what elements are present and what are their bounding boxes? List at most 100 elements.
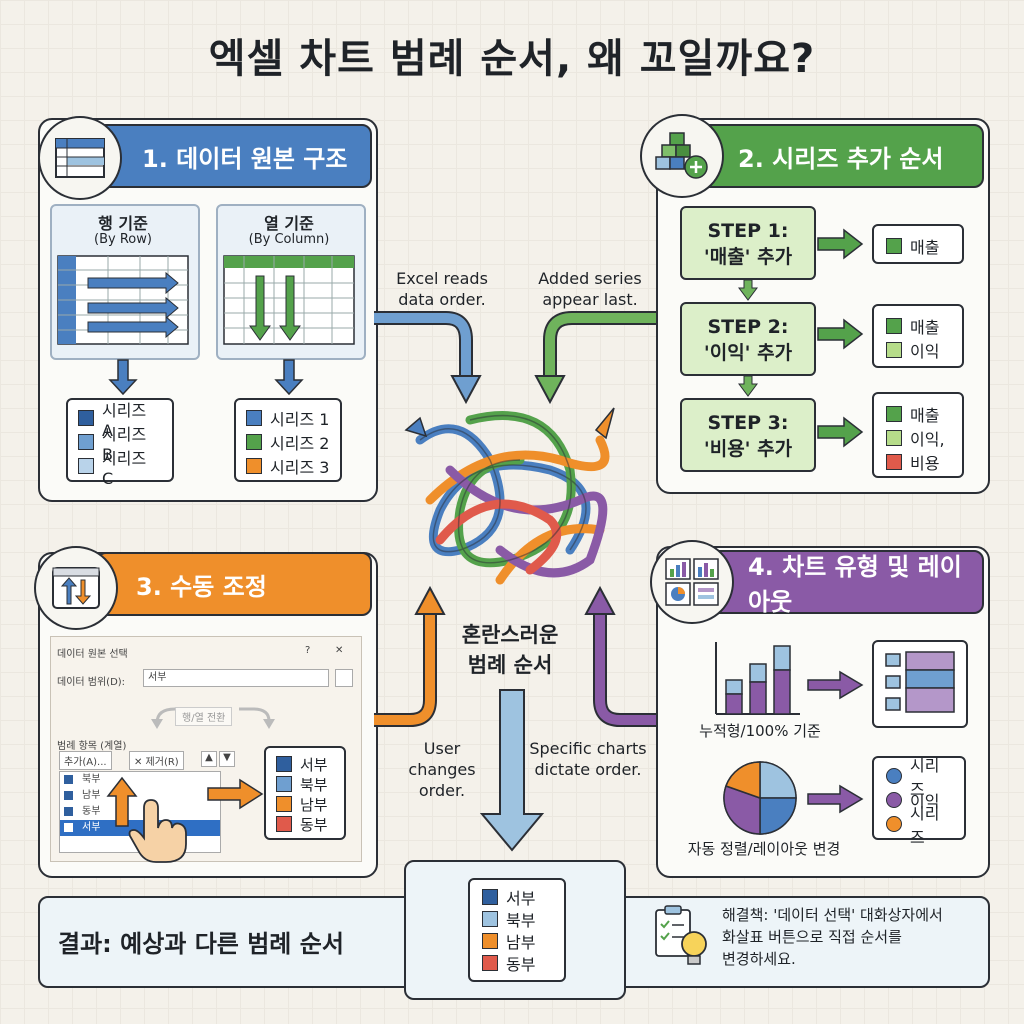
stack-bar-3-bottom — [773, 669, 791, 715]
panel4-banner: 4. 차트 유형 및 레이아웃 — [706, 550, 984, 616]
note-user-changes: User changes order. — [408, 739, 476, 800]
legend-item: 시리즈 B — [78, 425, 162, 464]
note-added-series: Added series appear last. — [538, 269, 642, 309]
table-icon — [55, 138, 105, 178]
col-based-sub: (By Column) — [248, 232, 330, 247]
result-label: 결과: 예상과 다른 범례 순서 — [58, 930, 344, 958]
panel1-title: 1. 데이터 원본 구조 — [142, 144, 348, 173]
legend-item: 시리즈 3 — [246, 454, 330, 478]
legend-swatch — [886, 318, 902, 334]
manual-right-arrow — [207, 778, 264, 810]
range-input[interactable]: 서부 — [143, 669, 329, 687]
pie-chart — [723, 761, 797, 835]
range-label: 데이터 범위(D): — [57, 677, 126, 688]
chart-layout-icon — [665, 558, 719, 606]
stack-bar-2-bottom — [749, 681, 767, 715]
legend-item: 남부 — [482, 930, 552, 952]
stacked-legend-graphic — [885, 651, 955, 713]
legend-dot — [886, 768, 902, 784]
row-down-arrow — [108, 359, 138, 396]
legend-item: 매출 — [886, 234, 950, 258]
row-based-sub: (By Row) — [94, 232, 152, 247]
legend-item: 북부 — [276, 774, 334, 794]
legend-swatch — [482, 889, 498, 905]
legend-swatch — [276, 816, 292, 832]
note-specific-charts: Specific charts dictate order. — [529, 739, 647, 779]
checklist-bulb-icon — [655, 905, 707, 965]
step-2-card: STEP 2:'이익' 추가 — [680, 302, 816, 376]
pie-caption: 자동 정렬/레이아웃 변경 — [687, 840, 841, 858]
legend-item: 이익 — [886, 788, 952, 812]
legend-swatch — [276, 756, 292, 772]
panel1-banner: 1. 데이터 원본 구조 — [96, 124, 372, 188]
panel2-badge — [640, 114, 724, 198]
move-up-button[interactable]: ▲ — [201, 751, 217, 767]
step-1-card: STEP 1:'매출' 추가 — [680, 206, 816, 280]
legend-swatch — [246, 434, 262, 450]
panel1-badge — [38, 116, 122, 200]
dialog-title: 데이터 원본 선택 — [57, 649, 128, 660]
legend-item: 시리즈 1 — [246, 406, 330, 430]
stack-right-arrow — [807, 670, 864, 700]
pie-legend: 시리즈 이익 시리즈 — [872, 756, 966, 847]
switch-row-col-arrows — [151, 707, 275, 729]
list-item[interactable]: 북부 — [60, 772, 220, 788]
panel2-title: 2. 시리즈 추가 순서 — [738, 144, 944, 173]
legend-swatch — [482, 955, 498, 971]
legend-item: 매출 — [886, 314, 950, 338]
panel3-banner: 3. 수동 조정 — [96, 552, 372, 616]
stack-bar-1-bottom — [725, 693, 743, 715]
dialog-close-button[interactable]: ✕ — [335, 645, 344, 656]
row-series-legend: 시리즈 A 시리즈 B 시리즈 C — [66, 398, 174, 488]
solution-text: 해결책: '데이터 선택' 대화상자에서 화살표 버튼으로 직접 순서를 변경하… — [722, 906, 943, 968]
legend-swatch — [78, 458, 94, 474]
panel3-title: 3. 수동 조정 — [136, 572, 267, 601]
step-down-arrows — [738, 279, 758, 397]
step3-result-legend: 매출 이익, 비용 — [872, 392, 964, 478]
legend-swatch — [246, 458, 262, 474]
stacked-caption: 누적형/100% 기준 — [699, 722, 821, 740]
col-based-label: 열 기준 — [264, 214, 314, 233]
legend-dot — [886, 792, 902, 808]
col-table-graphic — [223, 255, 355, 345]
pie-right-arrow — [807, 784, 864, 814]
remove-series-button[interactable]: ✕ 제거(R) — [129, 751, 184, 770]
legend-item: 동부 — [482, 952, 552, 974]
legend-item: 시리즈 A — [78, 401, 162, 440]
legend-swatch — [276, 776, 292, 792]
legend-item: 시리즈 — [886, 804, 952, 847]
legend-item: 이익 — [886, 338, 950, 362]
legend-item: 동부 — [276, 814, 334, 834]
range-picker-button[interactable] — [335, 669, 353, 687]
legend-swatch — [482, 911, 498, 927]
stacked-bar-chart — [715, 642, 800, 715]
legend-swatch — [886, 430, 902, 446]
legend-swatch — [246, 410, 262, 426]
stacked-legend — [872, 640, 968, 728]
add-series-button[interactable]: 추가(A)... — [59, 751, 112, 770]
step1-result-legend: 매출 — [872, 224, 964, 264]
swap-arrows-icon — [52, 567, 100, 609]
switch-row-col-button[interactable]: 행/열 전환 — [175, 707, 233, 726]
step-3-card: STEP 3:'비용' 추가 — [680, 398, 816, 472]
legend-item: 시리즈 C — [78, 449, 162, 488]
dialog-help-button[interactable]: ? — [305, 645, 311, 656]
confusing-order-label: 혼란스러운 범례 순서 — [461, 623, 559, 677]
move-down-button[interactable]: ▼ — [219, 751, 235, 767]
step2-result-legend: 매출 이익 — [872, 304, 964, 368]
result-legend: 서부 북부 남부 동부 — [468, 878, 566, 982]
legend-item: 비용 — [886, 450, 950, 474]
legend-swatch — [78, 434, 94, 450]
row-table-graphic — [57, 255, 189, 345]
list-item[interactable]: 남부 — [60, 788, 220, 804]
col-down-arrow — [274, 359, 304, 396]
list-item[interactable]: 동부 — [60, 804, 220, 820]
legend-entries-label: 범례 항목 (계열) — [57, 741, 127, 752]
legend-swatch — [886, 238, 902, 254]
col-series-legend: 시리즈 1 시리즈 2 시리즈 3 — [234, 398, 342, 482]
legend-dot — [886, 816, 902, 832]
legend-swatch — [482, 933, 498, 949]
panel4-title: 4. 차트 유형 및 레이아웃 — [748, 553, 962, 616]
note-excel-reads: Excel reads data order. — [396, 269, 488, 309]
